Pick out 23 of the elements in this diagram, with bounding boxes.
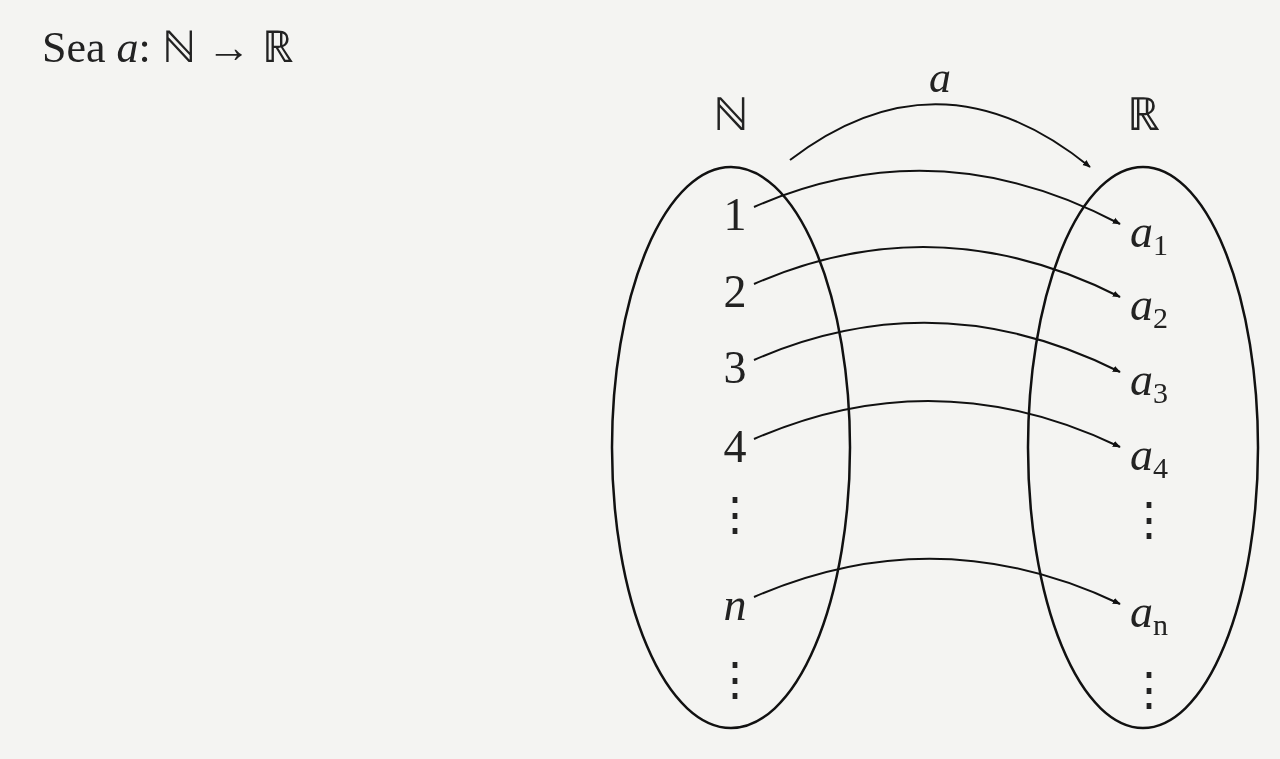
element-label: ⋮ [712,655,758,705]
arrow [789,103,1091,168]
arrow [753,400,1121,448]
element-label: a$_{2}$ [1130,280,1168,330]
element-label: a$_{1}$ [1130,207,1168,257]
element-label: a$_{4}$ [1130,430,1168,480]
element-label: ⋮ [1126,665,1172,715]
arrow [753,170,1121,225]
element-label: 2 [723,267,747,317]
element-label: a$_{n}$ [1130,587,1168,637]
arrow [753,557,1121,605]
element-label: n [723,580,747,630]
element-label: 4 [723,422,747,472]
element-label: 1 [723,190,747,240]
arrow [753,246,1121,298]
element-label: a$_{3}$ [1130,355,1168,405]
element-label: ⋮ [712,490,758,540]
element-label: ⋮ [1126,495,1172,545]
element-label: 3 [723,343,747,393]
set-heading: ℝ [1126,88,1160,142]
arrow [753,322,1121,373]
set-heading: ℕ [713,88,749,142]
title: Sea a: ℕ → ℝ [42,23,293,72]
